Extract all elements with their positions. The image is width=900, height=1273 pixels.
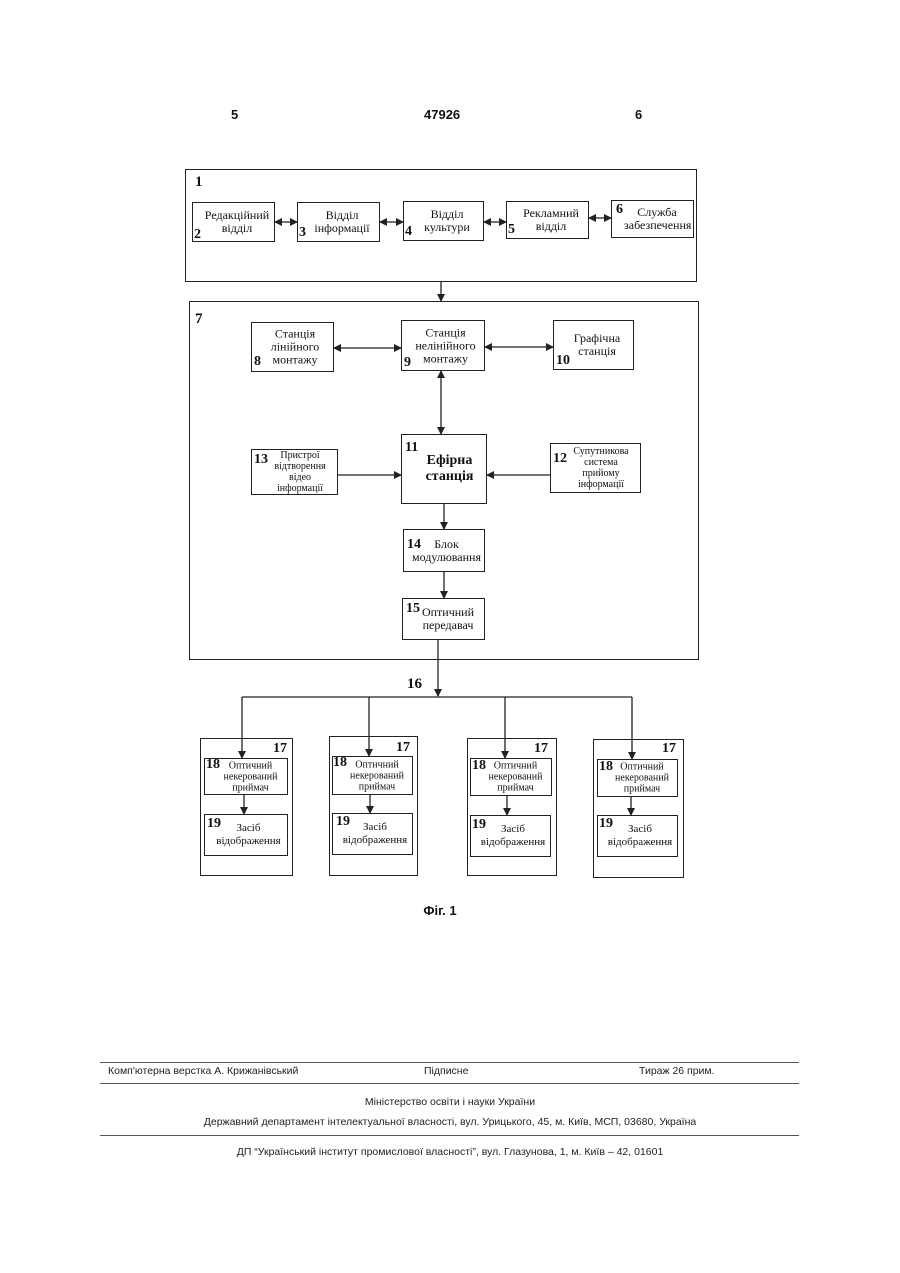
linear-editing-station-number: 8 bbox=[254, 355, 261, 369]
graphics-station-number: 10 bbox=[556, 354, 570, 368]
display-device-number: 19 bbox=[599, 817, 613, 831]
editorial-department-number: 2 bbox=[194, 228, 201, 242]
information-department-number: 3 bbox=[299, 226, 306, 240]
editorial-department-label: Редакційний відділ bbox=[193, 209, 274, 235]
institute-line: ДП “Український інститут промислової вла… bbox=[0, 1146, 900, 1158]
broadcast-station-number: 11 bbox=[405, 441, 418, 455]
support-service-box: Служба забезпечення bbox=[611, 200, 694, 238]
optical-receiver-number: 18 bbox=[333, 756, 347, 770]
subscriber-unit-number: 17 bbox=[273, 742, 287, 756]
subscriber-unit-number: 17 bbox=[396, 741, 410, 755]
modulation-unit-number: 14 bbox=[407, 538, 421, 552]
culture-department-label: Відділ культури bbox=[404, 208, 483, 234]
information-department-label: Відділ інформації bbox=[298, 209, 379, 235]
support-service-label: Служба забезпечення bbox=[612, 206, 693, 232]
linear-editing-station-label: Станція лінійного монтажу bbox=[252, 328, 333, 367]
figure-caption: Фіг. 1 bbox=[0, 903, 880, 918]
print-run: Тираж 26 прим. bbox=[639, 1065, 715, 1077]
video-playback-devices-number: 13 bbox=[254, 453, 268, 467]
display-device-number: 19 bbox=[336, 815, 350, 829]
network-number: 16 bbox=[407, 676, 422, 693]
information-department-box: Відділ інформації bbox=[297, 202, 380, 242]
group-1-number: 1 bbox=[195, 174, 203, 191]
department-line: Державний департамент інтелектуальної вл… bbox=[0, 1116, 900, 1128]
advertising-department-box: Рекламний відділ bbox=[506, 201, 589, 239]
nonlinear-editing-station-number: 9 bbox=[404, 356, 411, 370]
advertising-department-label: Рекламний відділ bbox=[507, 207, 588, 233]
advertising-department-number: 5 bbox=[508, 223, 515, 237]
satellite-reception-system-number: 12 bbox=[553, 452, 567, 466]
optical-receiver-number: 18 bbox=[472, 759, 486, 773]
nonlinear-editing-station-box: Станція нелінійного монтажу bbox=[401, 320, 485, 371]
optical-transmitter-number: 15 bbox=[406, 602, 420, 616]
subscriber-unit-number: 17 bbox=[662, 742, 676, 756]
group-7-number: 7 bbox=[195, 311, 203, 328]
optical-receiver-number: 18 bbox=[206, 758, 220, 772]
support-service-number: 6 bbox=[616, 203, 623, 217]
footer-rule-top bbox=[100, 1062, 799, 1063]
subscriber-unit-number: 17 bbox=[534, 742, 548, 756]
ministry-line: Міністерство освіти і науки України bbox=[0, 1096, 900, 1108]
signed-label: Підписне bbox=[424, 1065, 468, 1077]
layout-credit: Комп'ютерна верстка А. Крижанівський bbox=[108, 1065, 298, 1077]
nonlinear-editing-station-label: Станція нелінійного монтажу bbox=[402, 326, 484, 365]
culture-department-number: 4 bbox=[405, 225, 412, 239]
footer-rule-bottom bbox=[100, 1135, 799, 1136]
footer-rule-middle bbox=[100, 1083, 799, 1084]
editorial-department-box: Редакційний відділ bbox=[192, 202, 275, 242]
linear-editing-station-box: Станція лінійного монтажу bbox=[251, 322, 334, 372]
broadcast-station-label: Ефірна станція bbox=[402, 453, 486, 485]
culture-department-box: Відділ культури bbox=[403, 201, 484, 241]
display-device-number: 19 bbox=[207, 817, 221, 831]
display-device-number: 19 bbox=[472, 818, 486, 832]
optical-receiver-number: 18 bbox=[599, 760, 613, 774]
